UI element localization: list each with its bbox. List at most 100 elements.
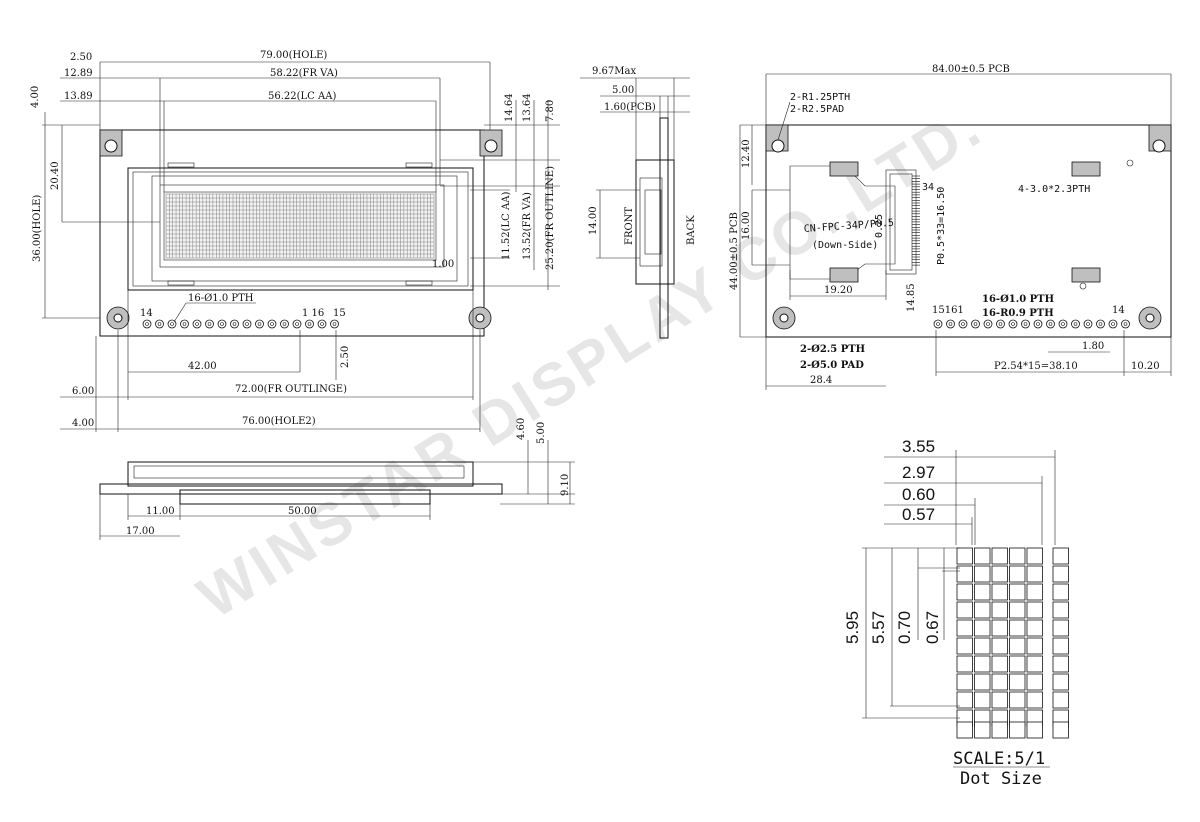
dot-cell [1009, 691, 1026, 709]
dot-cell [974, 565, 991, 583]
front-label: FRONT [624, 207, 635, 245]
dot-cell [974, 583, 991, 601]
dot-cell [956, 655, 973, 673]
dot-cell [1052, 547, 1069, 565]
back-view: 84.00±0.5 PCB 2-R1.25PTH 2-R2.5PAD 12.40… [729, 64, 1172, 390]
dot-cell [956, 565, 973, 583]
pin-14-label: 14 [140, 308, 153, 319]
dot-cell [974, 619, 991, 637]
dot-cell [1009, 619, 1026, 637]
dim-79-hole: 79.00(HOLE) [260, 50, 327, 61]
dim-12-89: 12.89 [64, 68, 93, 79]
dim-11-52: 11.52(LC AA) [501, 192, 512, 260]
r25-label: 2-R2.5PAD [790, 104, 844, 115]
dot-cell [1009, 655, 1026, 673]
dim-44-pcb: 44.00±0.5 PCB [729, 212, 740, 290]
dim-13-64: 13.64 [522, 93, 533, 122]
dim-36-hole: 36.00(HOLE) [32, 195, 43, 262]
dot-dim-0-67: 0.67 [923, 611, 942, 644]
dot-cell [991, 601, 1008, 619]
side-view: 9.67Max 5.00 1.60(PCB) 14.00 FRONT BACK [580, 66, 697, 339]
dot-cell [1052, 655, 1069, 673]
dot-cell [1026, 601, 1043, 619]
dim-13-89: 13.89 [64, 91, 93, 102]
dim-76-00: 76.00(HOLE2) [242, 416, 316, 427]
dot-cell [1052, 565, 1069, 583]
dim-50-00: 50.00 [288, 506, 317, 517]
dot-cell [1052, 583, 1069, 601]
dot-cell [1026, 547, 1043, 565]
dot-cell [991, 565, 1008, 583]
edge-view: 11.00 50.00 17.00 4.60 5.00 9.10 [99, 418, 575, 540]
dot-cell [956, 673, 973, 691]
dim-14-85: 14.85 [906, 283, 917, 312]
dot-cell [1009, 673, 1026, 691]
dot-dim-0-60: 0.60 [902, 485, 935, 504]
cursor-cell [956, 721, 973, 739]
dot-cell [1009, 547, 1026, 565]
dot-cell [991, 547, 1008, 565]
dot-cell [974, 601, 991, 619]
dot-cell [1026, 619, 1043, 637]
down-side-label: (Down-Side) [812, 240, 878, 251]
dot-cell [974, 673, 991, 691]
dot-cell [991, 637, 1008, 655]
dim-6-00: 6.00 [72, 386, 94, 397]
dot-cell [956, 601, 973, 619]
pth1-label: 16-Ø1.0 PTH [982, 294, 1054, 305]
dim-2-50b: 2.50 [340, 346, 351, 368]
dot-dim-5-95: 5.95 [843, 611, 862, 644]
dim-1-80: 1.80 [1082, 341, 1104, 352]
dim-4-00: 4.00 [30, 86, 41, 108]
dot-cell [1026, 655, 1043, 673]
dot-dim-2-97: 2.97 [902, 463, 935, 482]
dot-cell [974, 655, 991, 673]
cursor-cell [974, 721, 991, 739]
dot-dim-5-57: 5.57 [869, 611, 888, 644]
dot-cell [991, 691, 1008, 709]
dot-cell [1026, 691, 1043, 709]
dim-1-60-pcb: 1.60(PCB) [604, 102, 656, 113]
pth-label: 16-Ø1.0 PTH [188, 293, 254, 304]
dim-4-60: 4.60 [516, 418, 527, 440]
dot-cell [991, 583, 1008, 601]
dot-cell [991, 619, 1008, 637]
dot-size-detail: 3.55 2.97 0.60 0.57 5.95 5.57 0.70 0.67 … [843, 437, 1069, 789]
dim-17-00: 17.00 [126, 526, 155, 537]
dot-cell [1009, 637, 1026, 655]
lcd-dot-grid [165, 193, 435, 259]
dot-cell [956, 583, 973, 601]
dim-42-00: 42.00 [188, 361, 217, 372]
dot-cell [991, 655, 1008, 673]
dot-cell [1009, 565, 1026, 583]
dim-9-10: 9.10 [560, 474, 571, 496]
big-pad-label: 2-Ø5.0 PAD [800, 360, 864, 371]
pcb-width-dim: 84.00±0.5 PCB [932, 64, 1010, 75]
front-view: 2.50 79.00(HOLE) 12.89 58.22(FR VA) 13.8… [30, 50, 560, 432]
cursor-cell [991, 721, 1008, 739]
mounting-hole-top-left [99, 129, 123, 157]
dim-0-25: 0.25 [874, 214, 885, 238]
big-hole-label: 2-Ø2.5 PTH [800, 344, 865, 355]
pins-left-label: 15161 [932, 305, 964, 316]
cursor-cell [1009, 721, 1026, 739]
r125-label: 2-R1.25PTH [790, 92, 850, 103]
dim-4-00b: 4.00 [72, 418, 94, 429]
pin-1-16-label: 1 16 [302, 308, 324, 319]
pin-pitch-dim: P2.54*15=38.10 [994, 361, 1078, 372]
dot-cell-matrix [956, 547, 1069, 739]
pth2-label: 16-R0.9 PTH [982, 308, 1054, 319]
cursor-cell [1026, 721, 1043, 739]
dim-5-00: 5.00 [612, 85, 634, 96]
dot-cell [1026, 565, 1043, 583]
pin-14-back: 14 [1112, 305, 1125, 316]
dot-size-title: Dot Size [960, 769, 1042, 789]
pin-15-label: 15 [333, 308, 346, 319]
dot-dim-0-70: 0.70 [895, 611, 914, 644]
dot-cell [1026, 637, 1043, 655]
dim-14-00: 14.00 [588, 206, 599, 235]
dim-1-00: 1.00 [432, 259, 454, 270]
dot-cell [974, 547, 991, 565]
dot-cell [1009, 583, 1026, 601]
